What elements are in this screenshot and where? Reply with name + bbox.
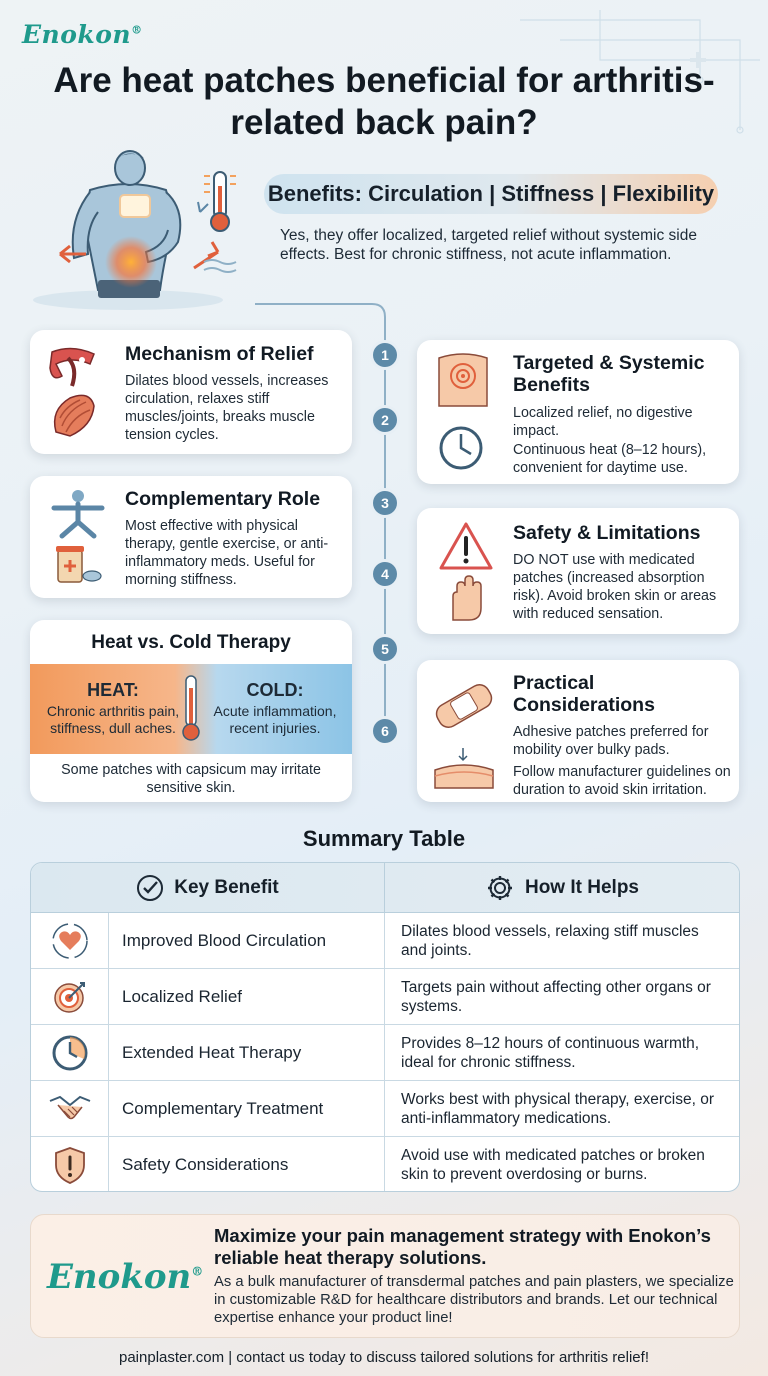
safety-card: Safety & Limitations DO NOT use with med… <box>417 508 739 634</box>
heat-vs-cold-card: Heat vs. Cold Therapy HEAT: Chronic arth… <box>30 620 352 802</box>
step-number-2: 2 <box>373 408 397 432</box>
col-key-benefit: Key Benefit <box>31 863 385 912</box>
step-number-5: 5 <box>373 637 397 661</box>
table-row: Localized Relief Targets pain without af… <box>31 969 739 1025</box>
heat-cold-title: Heat vs. Cold Therapy <box>91 632 291 653</box>
warning-hand-icon <box>439 522 493 621</box>
targeted-title: Targeted & Systemic Benefits <box>513 352 705 396</box>
cold-label: COLD: <box>246 680 304 700</box>
col-how-it-helps-label: How It Helps <box>524 876 639 898</box>
table-row: Improved Blood Circulation Dilates blood… <box>31 913 739 969</box>
footer-contact[interactable]: painplaster.com | contact us today to di… <box>119 1349 649 1366</box>
heart-circulation-icon <box>51 922 88 959</box>
target-back-clock-icon <box>438 353 488 470</box>
row-benefit: Extended Heat Therapy <box>109 1025 385 1080</box>
table-row: Complementary Treatment Works best with … <box>31 1081 739 1137</box>
mechanism-title: Mechanism of Relief <box>125 343 314 365</box>
clock-icon <box>52 1035 87 1070</box>
cta-body: As a bulk manufacturer of transdermal pa… <box>214 1274 734 1326</box>
safety-title: Safety & Limitations <box>513 522 701 544</box>
bandage-skin-icon <box>434 684 494 789</box>
practical-card: Practical Considerations Adhesive patche… <box>417 660 739 802</box>
row-how: Dilates blood vessels, relaxing stiff mu… <box>401 922 699 959</box>
practical-title: Practical Considerations <box>513 672 655 716</box>
exercise-medication-icon <box>51 490 105 583</box>
table-row: Safety Considerations Avoid use with med… <box>31 1137 739 1191</box>
cta-headline: Maximize your pain management strategy w… <box>214 1225 711 1268</box>
cta-box: Enokon® Maximize your pain management st… <box>30 1214 740 1338</box>
capsicum-note: Some patches with capsicum may irritate … <box>61 762 321 796</box>
mechanism-text: Dilates blood vessels, increases circula… <box>125 373 329 443</box>
safety-text: DO NOT use with medicated patches (incre… <box>513 552 717 622</box>
target-icon <box>53 981 85 1013</box>
col-how-it-helps: How It Helps <box>385 863 739 912</box>
benefits-pill: Benefits: Circulation | Stiffness | Flex… <box>264 174 718 214</box>
practical-text-1: Adhesive patches preferred for mobility … <box>513 724 709 758</box>
step-number-4: 4 <box>373 562 397 586</box>
intro-text: Yes, they offer localized, targeted reli… <box>280 227 697 263</box>
row-benefit: Localized Relief <box>109 969 385 1024</box>
step-number-6: 6 <box>373 719 397 743</box>
targeted-text-2: Continuous heat (8–12 hours), convenient… <box>513 442 707 476</box>
complementary-text: Most effective with physical therapy, ge… <box>125 518 329 588</box>
row-how: Provides 8–12 hours of continuous warmth… <box>401 1034 700 1071</box>
row-benefit: Safety Considerations <box>109 1137 385 1191</box>
practical-text-2: Follow manufacturer guidelines on durati… <box>513 764 731 798</box>
complementary-card: Complementary Role Most effective with p… <box>30 476 352 598</box>
check-circle-icon <box>137 874 164 901</box>
heat-cold-comparison: HEAT: Chronic arthritis pain, stiffness,… <box>30 664 352 754</box>
heat-label: HEAT: <box>87 680 139 700</box>
row-how: Avoid use with medicated patches or brok… <box>401 1147 705 1183</box>
gear-icon <box>487 875 512 900</box>
targeted-text-1: Localized relief, no digestive impact. <box>513 405 693 439</box>
row-benefit: Complementary Treatment <box>109 1081 385 1136</box>
row-benefit: Improved Blood Circulation <box>109 913 385 968</box>
complementary-title: Complementary Role <box>125 488 321 510</box>
targeted-benefits-card: Targeted & Systemic Benefits Localized r… <box>417 340 739 484</box>
summary-table-header: Key Benefit How It Helps <box>31 863 739 913</box>
cold-text: Acute inflammation, recent injuries. <box>213 703 337 736</box>
blood-vessel-muscle-icon <box>49 347 95 437</box>
thermometer-icon <box>182 675 200 741</box>
step-number-3: 3 <box>373 491 397 515</box>
heat-text: Chronic arthritis pain, stiffness, dull … <box>46 703 180 736</box>
shield-alert-icon <box>54 1147 85 1184</box>
brand-logo: Enokon® <box>22 20 143 49</box>
page-title: Are heat patches beneficial for arthriti… <box>53 61 715 142</box>
handshake-icon <box>49 1095 90 1119</box>
mechanism-card: Mechanism of Relief Dilates blood vessel… <box>30 330 352 454</box>
back-pain-illustration <box>33 150 237 310</box>
table-row: Extended Heat Therapy Provides 8–12 hour… <box>31 1025 739 1081</box>
col-key-benefit-label: Key Benefit <box>174 876 279 898</box>
summary-title: Summary Table <box>302 826 466 851</box>
row-how: Works best with physical therapy, exerci… <box>401 1090 714 1127</box>
step-number-1: 1 <box>373 343 397 367</box>
summary-table: Key Benefit How It Helps Improved Blood … <box>30 862 740 1192</box>
cta-brand-logo: Enokon® <box>47 1257 204 1297</box>
row-how: Targets pain without affecting other org… <box>401 978 711 1015</box>
